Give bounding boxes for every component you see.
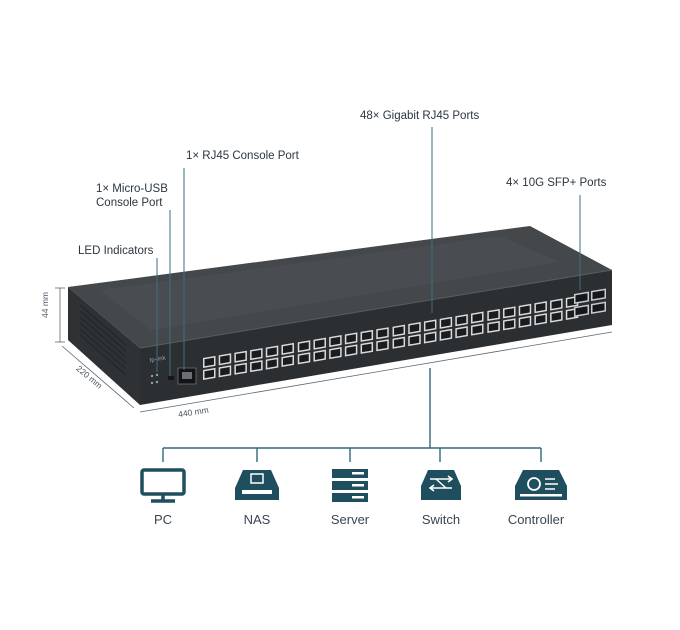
- switch-device-icon: [421, 470, 461, 500]
- rj45-port: [265, 345, 279, 358]
- rj45-port: [329, 335, 342, 348]
- rj45-port: [408, 333, 421, 347]
- sfp-port: [574, 291, 589, 304]
- pc-icon: [140, 468, 186, 503]
- rj45-port: [344, 344, 358, 357]
- side-vents: [79, 304, 127, 376]
- rj45-port: [550, 298, 563, 311]
- micro-usb-port: [168, 376, 174, 380]
- rj45-port: [423, 319, 437, 332]
- device-label-nas: NAS: [243, 512, 271, 527]
- callout-lines: [156, 127, 581, 376]
- led-indicators: [150, 373, 159, 385]
- device-label-switch: Switch: [421, 512, 461, 527]
- rj45-port: [234, 350, 247, 363]
- callout-rj45-console: 1× RJ45 Console Port: [186, 150, 299, 162]
- rj45-port-bank: [203, 295, 579, 380]
- rj45-port: [376, 339, 389, 352]
- callout-led-indicators: LED Indicators: [78, 245, 154, 257]
- dimension-lines: [55, 287, 613, 413]
- rj45-port: [455, 314, 468, 327]
- dimension-height: 44 mm: [39, 292, 50, 318]
- callout-rj45-ports: 48× Gigabit RJ45 Ports: [360, 110, 480, 122]
- rj45-port: [265, 357, 279, 370]
- rj45-port: [487, 308, 500, 322]
- sfp-port: [591, 301, 606, 314]
- nas-icon: [235, 470, 279, 500]
- rj45-port: [471, 323, 484, 336]
- rj45-port: [360, 341, 374, 354]
- sfp-port: [574, 304, 589, 317]
- rj45-port: [550, 310, 563, 323]
- brand-mark: tp-link: [149, 355, 167, 364]
- rj45-port: [392, 336, 406, 349]
- controller-icon: [515, 470, 567, 500]
- rj45-port: [297, 340, 311, 353]
- rj45-port: [455, 326, 468, 339]
- rj45-port: [408, 321, 421, 335]
- callout-usb-console-line2: Console Port: [96, 197, 163, 209]
- rj45-port: [471, 311, 484, 324]
- rj45-port: [203, 355, 216, 368]
- rj45-port: [344, 332, 358, 345]
- connection-tree: [162, 368, 542, 462]
- rj45-port: [203, 367, 216, 380]
- callout-usb-console-line1: 1× Micro-USB: [96, 183, 168, 195]
- rj45-port: [376, 327, 389, 340]
- rj45-console-port: [177, 367, 197, 385]
- rj45-port: [503, 306, 516, 319]
- device-label-controller: Controller: [507, 512, 565, 527]
- rj45-port: [313, 337, 326, 350]
- rj45-port: [439, 328, 453, 341]
- rj45-port: [329, 347, 342, 360]
- rj45-port: [313, 349, 326, 362]
- rj45-port: [423, 331, 437, 344]
- rj45-port: [518, 303, 532, 316]
- rj45-port: [439, 316, 453, 329]
- rj45-port: [281, 342, 294, 355]
- rj45-port: [360, 329, 374, 342]
- rj45-port: [534, 313, 547, 326]
- sfp-port: [591, 288, 606, 301]
- rj45-port: [392, 324, 406, 337]
- rj45-port: [281, 354, 294, 367]
- rj45-port: [250, 360, 263, 373]
- rj45-port: [487, 320, 500, 334]
- device-label-pc: PC: [153, 512, 173, 527]
- server-icon: [332, 469, 368, 502]
- rj45-port: [234, 362, 247, 375]
- device-label-server: Server: [330, 512, 370, 527]
- rj45-port: [534, 301, 547, 314]
- rj45-port: [503, 318, 516, 331]
- switch-front-face: [140, 270, 612, 405]
- switch-top-sheen: [100, 236, 560, 330]
- callout-sfp-ports: 4× 10G SFP+ Ports: [506, 177, 607, 189]
- rj45-port: [218, 353, 232, 366]
- rj45-port: [518, 315, 532, 328]
- rj45-port: [297, 352, 311, 365]
- sfp-port-bank: [574, 288, 606, 317]
- rj45-port: [218, 365, 232, 378]
- rj45-port: [250, 348, 263, 361]
